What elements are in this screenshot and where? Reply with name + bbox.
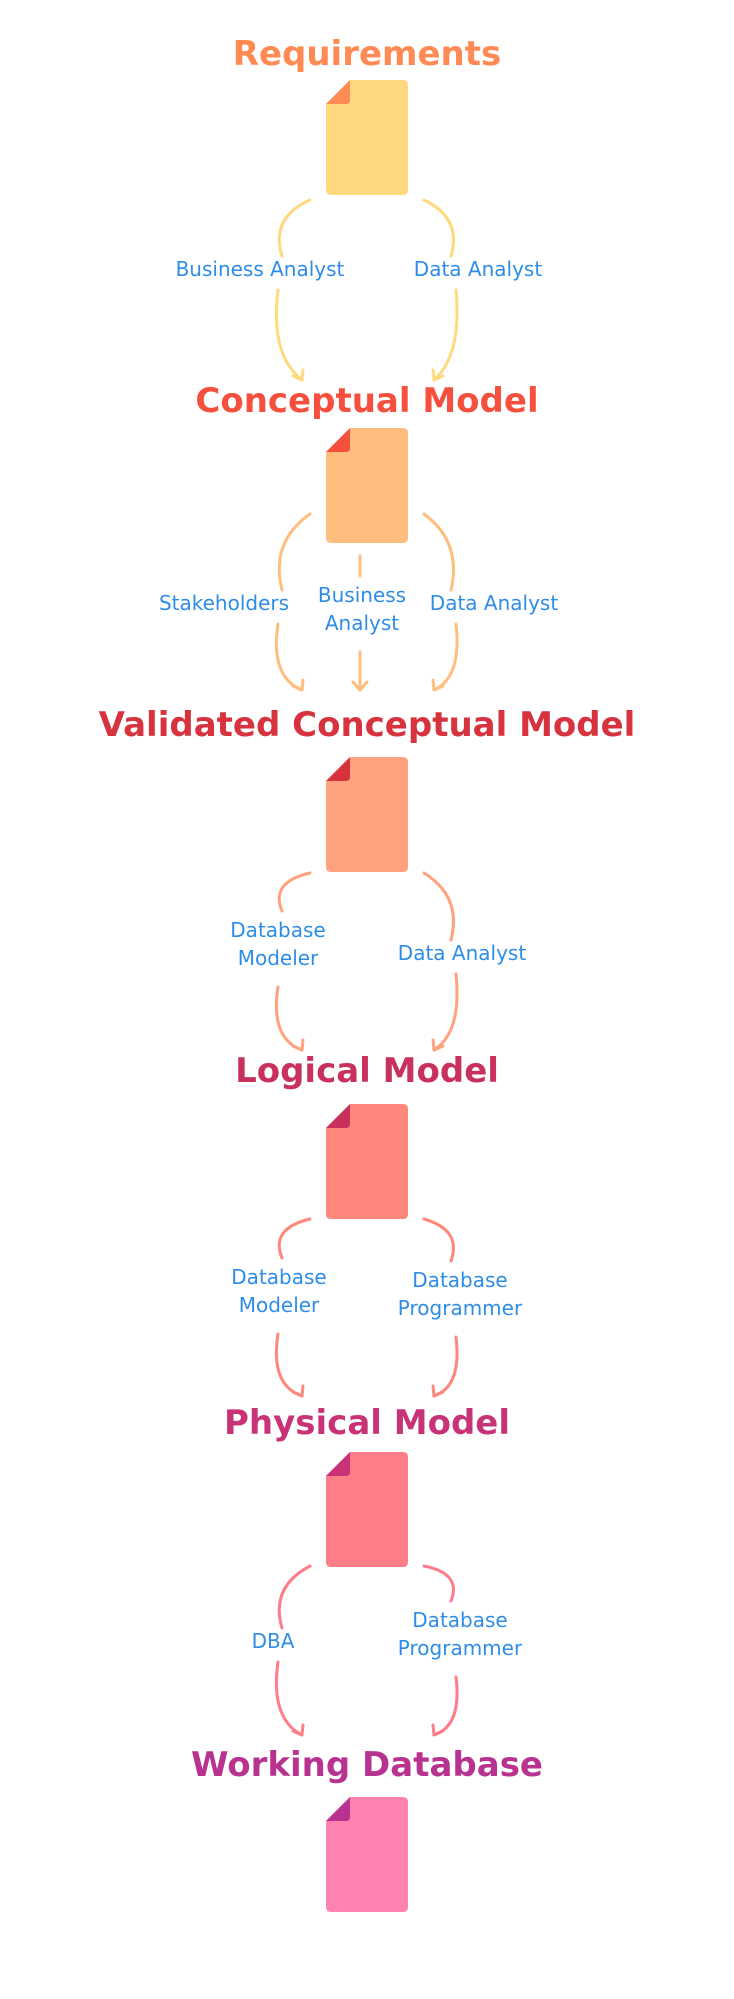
role-label-data-analyst: Data Analyst (414, 257, 543, 281)
arrow-line-data-analyst (432, 972, 459, 1052)
role-label-business-analyst: Business Analyst (176, 257, 345, 281)
role-label-line: Data Analyst (430, 591, 559, 615)
stage-title-requirements: Requirements (233, 34, 501, 74)
role-label-line: Business (318, 583, 406, 607)
role-label-line: Database (412, 1608, 507, 1632)
arrowhead-icon (291, 1723, 305, 1737)
arrowhead-icon (431, 368, 445, 382)
role-label-line: Data Analyst (414, 257, 543, 281)
stage-title-working-database: Working Database (191, 1745, 543, 1785)
arrow-line-database-programmer (432, 1335, 459, 1398)
arrow-line-data-analyst (422, 871, 455, 942)
role-label-data-analyst: Data Analyst (398, 941, 527, 965)
arrow-line-data-analyst (432, 288, 459, 382)
arrow-line-dba (274, 1660, 304, 1737)
stage-working-database: Working Database (191, 1745, 543, 1912)
document-icon (326, 1104, 408, 1219)
role-label-line: Programmer (398, 1636, 523, 1660)
role-label-line: Business Analyst (176, 257, 345, 281)
arrowhead-icon (291, 1038, 305, 1052)
stage-title-logical-model: Logical Model (235, 1051, 499, 1091)
role-label-stakeholders: Stakeholders (159, 591, 289, 615)
role-label-line: Database (230, 918, 325, 942)
role-label-dba: DBA (252, 1629, 295, 1653)
arrow-line-database-programmer (422, 1564, 455, 1603)
arrowhead-icon (291, 1384, 305, 1398)
stage-physical-model: Physical Model (224, 1403, 510, 1567)
role-label-line: Stakeholders (159, 591, 289, 615)
stage-conceptual-model: Conceptual Model (195, 381, 539, 543)
role-label-line: Data Analyst (398, 941, 527, 965)
arrow-line-database-programmer (422, 1217, 455, 1263)
document-icon (326, 1452, 408, 1567)
transition-1: Business Analyst Data Analyst (176, 198, 543, 382)
arrowhead-icon (431, 1723, 445, 1737)
role-label-line: Analyst (325, 611, 399, 635)
arrowhead-icon (351, 680, 369, 692)
arrow-line-database-programmer (432, 1675, 459, 1737)
arrow-line-database-modeler (274, 985, 304, 1052)
arrowhead-icon (431, 1038, 445, 1052)
role-label-line: DBA (252, 1629, 295, 1653)
arrow-line-data-analyst (422, 512, 455, 592)
role-label-line: Programmer (398, 1296, 523, 1320)
arrow-line-database-modeler (274, 1332, 304, 1398)
arrow-line-business-analyst (277, 198, 312, 258)
arrow-line-data-analyst (432, 622, 459, 692)
stage-logical-model: Logical Model (235, 1051, 499, 1219)
arrow-line-dba (277, 1564, 312, 1630)
stage-title-physical-model: Physical Model (224, 1403, 510, 1443)
arrow-line-stakeholders (274, 622, 304, 692)
role-label-data-analyst: Data Analyst (430, 591, 559, 615)
arrowhead-icon (291, 368, 305, 382)
arrow-line-data-analyst (422, 198, 455, 258)
document-icon (326, 428, 408, 543)
document-icon (326, 757, 408, 872)
arrowhead-icon (291, 678, 305, 692)
stage-requirements: Requirements (233, 34, 501, 195)
role-label-line: Modeler (238, 946, 319, 970)
stage-title-conceptual-model: Conceptual Model (195, 381, 538, 421)
role-label-line: Database (412, 1268, 507, 1292)
document-icon (326, 80, 408, 195)
arrowhead-icon (431, 1384, 445, 1398)
arrow-line-database-modeler (277, 871, 312, 913)
arrow-line-business-analyst (274, 288, 304, 382)
role-label-line: Modeler (239, 1293, 320, 1317)
document-icon (326, 1797, 408, 1912)
role-label-line: Database (231, 1265, 326, 1289)
stage-title-validated-conceptual-model: Validated Conceptual Model (99, 705, 636, 745)
arrowhead-icon (431, 678, 445, 692)
arrow-line-stakeholders (277, 512, 312, 592)
arrow-line-database-modeler (277, 1217, 312, 1260)
stage-validated-conceptual-model: Validated Conceptual Model (99, 705, 636, 872)
